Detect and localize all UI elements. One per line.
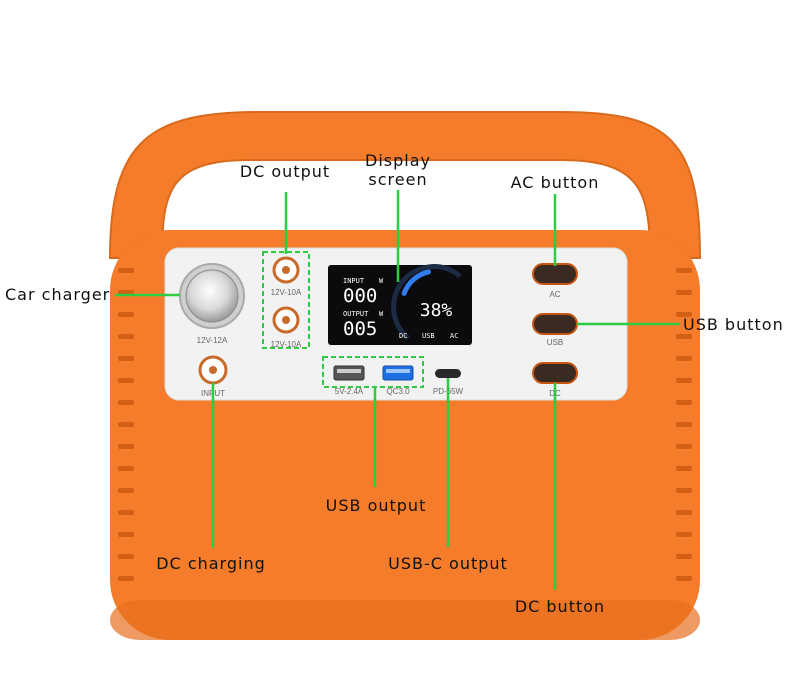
- usb-c-port: [435, 369, 461, 378]
- display-input-value: 000: [343, 285, 377, 307]
- ac-button-label: AC: [549, 290, 560, 299]
- display-mode-usb: USB: [422, 332, 435, 340]
- callout-ac-button: AC button: [511, 173, 600, 192]
- dc-out-2-label: 12V-10A: [271, 340, 302, 349]
- display-battery-percent: 38%: [420, 300, 453, 321]
- callout-dc-button: DC button: [515, 597, 605, 616]
- display-mode-dc: DC: [399, 332, 407, 340]
- callout-dc-charging: DC charging: [156, 554, 266, 573]
- dc-button[interactable]: [532, 362, 578, 384]
- usb-a-1-label: 5V-2.4A: [335, 387, 364, 396]
- dc-out-1-label: 12V-10A: [271, 288, 302, 297]
- display-output-unit: W: [379, 310, 384, 318]
- ac-button[interactable]: [532, 263, 578, 285]
- car-charger-cap: [185, 269, 239, 323]
- carry-handle: [108, 111, 702, 259]
- display-screen: [328, 265, 472, 345]
- callout-dc-output: DC output: [240, 162, 330, 181]
- display-mode-ac: AC: [450, 332, 458, 340]
- dc-output-highlight-box: [262, 251, 310, 349]
- display-input-unit: W: [379, 277, 384, 285]
- callout-usb-button: USB button: [683, 315, 784, 334]
- display-output-label: OUTPUT: [343, 310, 369, 318]
- display-input-label: INPUT: [343, 277, 365, 285]
- callout-display-screen-line1: Display: [365, 151, 431, 170]
- usb-button[interactable]: [532, 313, 578, 335]
- callout-lines: [115, 190, 680, 590]
- callout-car-charger: Car charger: [5, 285, 110, 304]
- battery-gauge-track: [391, 264, 462, 340]
- callout-display-screen-line2: screen: [368, 170, 427, 189]
- battery-gauge-fill: [401, 269, 431, 296]
- right-vents: [676, 268, 692, 581]
- usb-a-2-label: QC3.0: [386, 387, 410, 396]
- left-vents: [118, 268, 134, 581]
- car-port-label: 12V-12A: [197, 336, 228, 345]
- display-output-value: 005: [343, 318, 377, 340]
- callout-usb-output: USB output: [326, 496, 427, 515]
- callout-usb-c-output: USB-C output: [388, 554, 508, 573]
- usb-button-label: USB: [547, 338, 563, 347]
- usb-output-highlight-box: [322, 356, 424, 388]
